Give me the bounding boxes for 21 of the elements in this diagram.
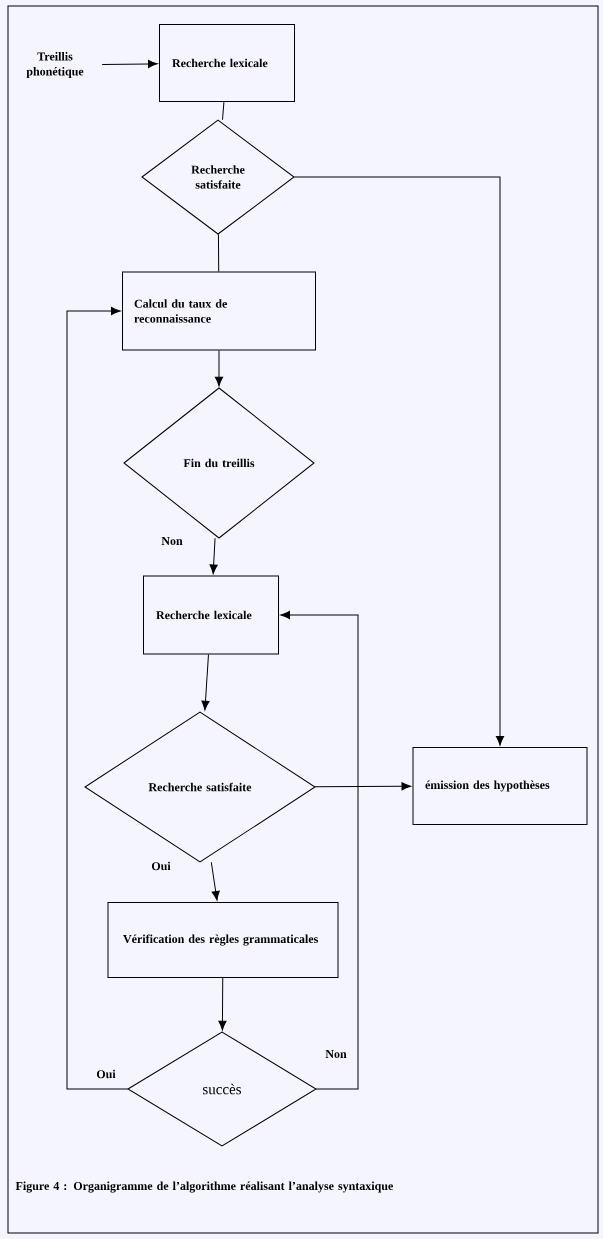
edge-label: Oui	[95, 1068, 117, 1080]
edge-label: Non	[160, 536, 184, 546]
arrow	[201, 654, 210, 711]
arrow	[214, 350, 224, 387]
process-box: émission des hypothèses	[412, 747, 588, 825]
arrow	[66, 306, 129, 1090]
input-label: Treillis phonétique	[26, 52, 84, 78]
arrow	[280, 610, 359, 1090]
process-box: Vérification des règles grammaticales	[107, 902, 339, 978]
arrow	[101, 59, 158, 68]
arrow	[314, 782, 412, 791]
arrow	[209, 537, 218, 575]
figure-caption: Figure 4 : Organigramme de l’algorithme réalisant l’analyse syntaxique	[15, 1181, 393, 1193]
process-box: Recherche lexicale	[143, 575, 279, 655]
arrow	[293, 176, 505, 746]
arrow	[218, 977, 227, 1031]
edge-label: Non	[324, 1049, 348, 1059]
arrow	[210, 861, 220, 901]
process-box: Recherche lexicale	[159, 24, 295, 102]
process-box: Calcul du taux de reconnaissance	[122, 271, 316, 351]
edge-label: Oui	[150, 860, 172, 872]
